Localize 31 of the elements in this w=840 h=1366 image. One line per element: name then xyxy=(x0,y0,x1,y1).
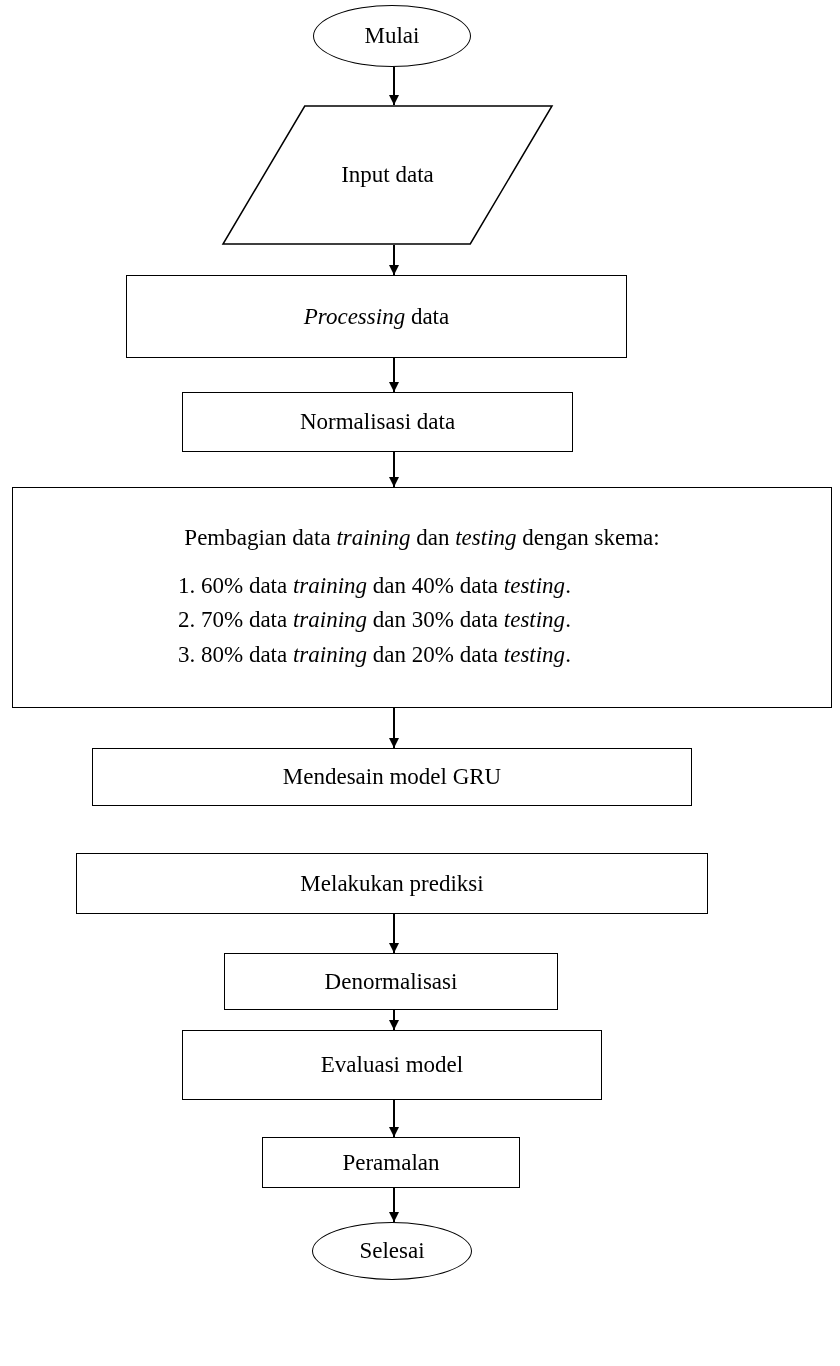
arrow xyxy=(389,1099,399,1138)
node-label: Input data xyxy=(341,161,434,190)
process-box xyxy=(262,1137,520,1188)
arrow xyxy=(389,913,399,954)
node-label: Normalisasi data xyxy=(299,408,456,437)
node-label: Processing data xyxy=(303,302,450,331)
node-label: Selesai xyxy=(359,1237,425,1266)
arrow xyxy=(389,1187,399,1223)
process-box xyxy=(182,392,573,452)
arrow xyxy=(389,1009,399,1031)
process-box xyxy=(92,748,692,806)
process-box xyxy=(126,275,627,358)
node-label: Evaluasi model xyxy=(320,1051,464,1080)
node-label: Mendesain model GRU xyxy=(282,763,502,792)
list-item: 3. 80% data training dan 20% data testing. xyxy=(178,640,571,669)
node-label: Melakukan prediksi xyxy=(300,869,484,898)
list-item: 1. 60% data training dan 40% data testing. xyxy=(178,571,571,600)
arrow xyxy=(389,707,399,749)
arrow xyxy=(389,451,399,488)
heading-text: Pembagian data training dan testing dengan skema: xyxy=(184,523,660,552)
process-box xyxy=(76,853,708,914)
arrow xyxy=(389,66,399,106)
node-label: Peramalan xyxy=(342,1148,440,1177)
process-box xyxy=(12,487,832,708)
list-item: 2. 70% data training dan 30% data testing. xyxy=(178,606,571,635)
arrow xyxy=(389,357,399,393)
process-box xyxy=(182,1030,602,1100)
arrow xyxy=(389,244,399,276)
node-label: Mulai xyxy=(364,22,420,51)
node-label: Denormalisasi xyxy=(324,967,458,996)
process-box xyxy=(224,953,558,1010)
